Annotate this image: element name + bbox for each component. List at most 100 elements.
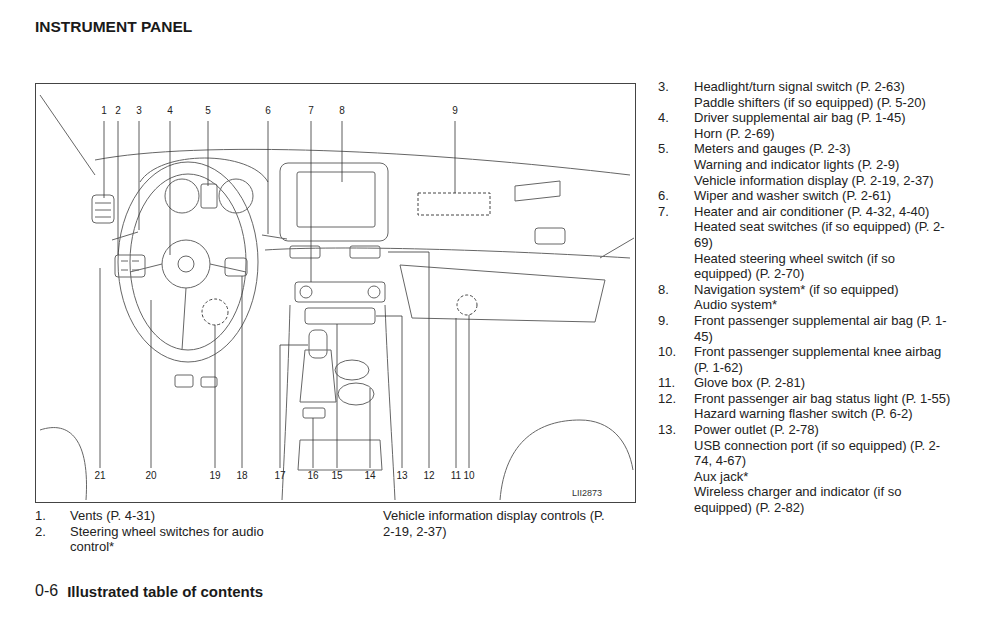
item-texts: Meters and gauges (P. 2-3)Warning and in… bbox=[694, 141, 956, 188]
item-texts: Navigation system* (if so equipped)Audio… bbox=[694, 282, 956, 313]
item-text: Audio system* bbox=[694, 297, 956, 313]
item-text: Front passenger air bag status light (P.… bbox=[694, 391, 956, 407]
list-item: 10.Front passenger supplemental knee air… bbox=[658, 344, 956, 375]
item-text: Vehicle information display controls (P.… bbox=[383, 508, 618, 539]
item-texts: Driver supplemental air bag (P. 1-45)Hor… bbox=[694, 110, 956, 141]
info-display bbox=[201, 184, 217, 208]
leader-line bbox=[208, 121, 209, 186]
item-text: Wireless charger and indicator (if so eq… bbox=[694, 484, 956, 515]
hidden-airbag-outlines bbox=[202, 193, 490, 325]
leader-line bbox=[242, 276, 243, 468]
leader-line bbox=[151, 300, 152, 468]
item-text: Wiper and washer switch (P. 2-61) bbox=[694, 188, 956, 204]
illustration-lines bbox=[40, 95, 634, 500]
item-texts: Power outlet (P. 2-78)USB connection por… bbox=[694, 422, 956, 516]
item-text: Hazard warning flasher switch (P. 6-2) bbox=[694, 406, 956, 422]
item-text: Driver supplemental air bag (P. 1-45) bbox=[694, 110, 956, 126]
callout-number: 5 bbox=[205, 105, 211, 117]
leader-line bbox=[456, 318, 457, 468]
shift-knob bbox=[309, 330, 327, 358]
page-title: INSTRUMENT PANEL bbox=[35, 18, 192, 36]
item-text: Paddle shifters (if so equipped) (P. 5-2… bbox=[694, 95, 956, 111]
leader-line bbox=[280, 345, 308, 468]
callout-number: 1 bbox=[101, 105, 107, 117]
left-list: 1.Vents (P. 4-31)2.Steering wheel switch… bbox=[35, 508, 295, 555]
leader-line bbox=[170, 121, 171, 255]
side-vent bbox=[515, 181, 560, 201]
leader-line bbox=[118, 121, 119, 255]
item-number: 8. bbox=[658, 282, 694, 298]
leader-lines bbox=[100, 121, 469, 468]
cup-holder bbox=[338, 383, 374, 405]
leader-line bbox=[215, 325, 216, 468]
list-item: 6.Wiper and washer switch (P. 2-61) bbox=[658, 188, 956, 204]
item-number: 7. bbox=[658, 204, 694, 220]
leader-line bbox=[337, 324, 338, 468]
item-number: 2. bbox=[35, 524, 70, 540]
item-number: 11. bbox=[658, 375, 694, 391]
callout-number: 7 bbox=[308, 105, 314, 117]
item-number: 1. bbox=[35, 508, 70, 524]
leader-line bbox=[455, 121, 456, 193]
item-number: 12. bbox=[658, 391, 694, 407]
vent-slats bbox=[95, 203, 111, 217]
callout-number: 14 bbox=[364, 470, 375, 482]
callout-number: 3 bbox=[136, 105, 142, 117]
item-text: Front passenger supplemental air bag (P.… bbox=[694, 313, 956, 344]
steering-hub bbox=[162, 240, 210, 288]
item-text: Heated seat switches (if so equipped) (P… bbox=[694, 219, 956, 250]
a-pillar bbox=[40, 95, 95, 175]
console-tray bbox=[305, 308, 375, 324]
item-text: Glove box (P. 2-81) bbox=[694, 375, 956, 391]
item-number: 3. bbox=[658, 79, 694, 95]
item-text: Warning and indicator lights (P. 2-9) bbox=[694, 157, 956, 173]
list-item: 3.Headlight/turn signal switch (P. 2-63)… bbox=[658, 79, 956, 110]
item-texts: Front passenger supplemental knee airbag… bbox=[694, 344, 956, 375]
list-item: 1.Vents (P. 4-31) bbox=[35, 508, 295, 524]
item-text: USB connection port (if so equipped) (P.… bbox=[694, 438, 956, 469]
meter-hood bbox=[140, 158, 268, 182]
leader-line bbox=[342, 121, 343, 182]
leader-line bbox=[376, 316, 402, 468]
leader-line bbox=[104, 121, 105, 198]
list-item: 2.Steering wheel switches for audio cont… bbox=[35, 524, 295, 555]
leader-line bbox=[313, 418, 314, 468]
list-item: 11.Glove box (P. 2-81) bbox=[658, 375, 956, 391]
item-number: 9. bbox=[658, 313, 694, 329]
item-text: Aux jack* bbox=[694, 469, 956, 485]
steering-spokes bbox=[130, 264, 246, 350]
list-item: 9.Front passenger supplemental air bag (… bbox=[658, 313, 956, 344]
item-number: 13. bbox=[658, 422, 694, 438]
hub-emblem bbox=[178, 256, 194, 272]
passenger-knee-airbag-outline bbox=[457, 295, 477, 315]
figure-code: LII2873 bbox=[572, 488, 602, 499]
item-text: Headlight/turn signal switch (P. 2-63) bbox=[694, 79, 956, 95]
driver-seat bbox=[40, 428, 87, 500]
page-number: 0-6 bbox=[35, 581, 58, 600]
glove-box bbox=[400, 265, 605, 322]
item-text: Steering wheel switches for audio contro… bbox=[70, 524, 295, 555]
item-text: Power outlet (P. 2-78) bbox=[694, 422, 956, 438]
item-text: Front passenger supplemental knee airbag… bbox=[694, 344, 956, 375]
switch-buttons bbox=[121, 261, 139, 270]
callout-number: 11 bbox=[451, 470, 461, 482]
leader-line bbox=[388, 252, 429, 468]
callout-number: 2 bbox=[115, 105, 121, 117]
display-control-pad bbox=[225, 258, 247, 276]
pedal bbox=[175, 375, 193, 387]
item-texts: Vehicle information display controls (P.… bbox=[383, 508, 618, 539]
item-texts: Steering wheel switches for audio contro… bbox=[70, 524, 295, 555]
section-name: Illustrated table of contents bbox=[67, 582, 263, 601]
callout-number: 17 bbox=[274, 470, 285, 482]
item-texts: Headlight/turn signal switch (P. 2-63)Pa… bbox=[694, 79, 956, 110]
callout-number: 19 bbox=[209, 470, 220, 482]
callout-number: 15 bbox=[331, 470, 342, 482]
leader-line bbox=[100, 268, 101, 468]
audio-switch-pad bbox=[115, 255, 145, 277]
item-text: Vehicle information display (P. 2-19, 2-… bbox=[694, 173, 956, 189]
passenger-airbag-outline bbox=[418, 193, 490, 215]
dashboard-top bbox=[95, 149, 630, 175]
callout-number: 8 bbox=[339, 105, 345, 117]
item-texts: Heater and air conditioner (P. 4-32, 4-4… bbox=[694, 204, 956, 282]
